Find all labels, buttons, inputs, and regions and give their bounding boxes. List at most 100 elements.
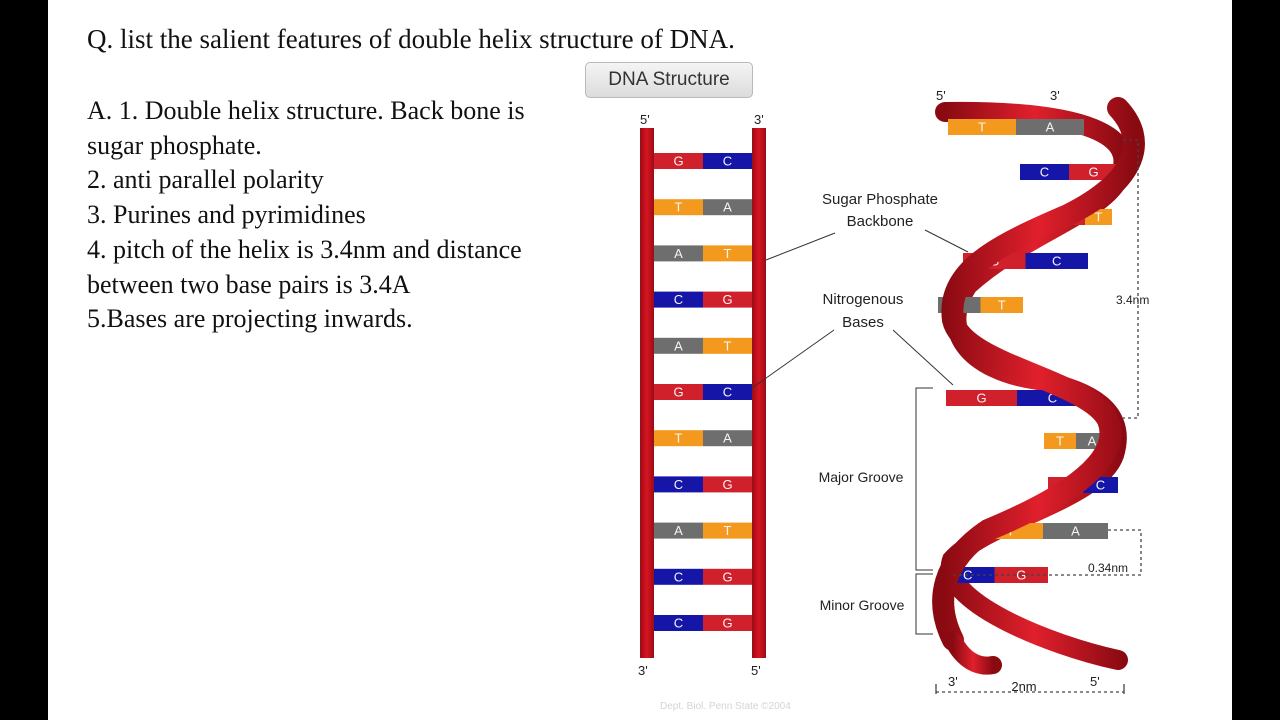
slide: { "question": "Q. list the salient featu…: [48, 0, 1232, 720]
helix-base-label: C: [1096, 478, 1105, 493]
answer-line: sugar phosphate.: [87, 130, 262, 160]
ladder-base-label: C: [674, 616, 683, 631]
helix-base-label: C: [1040, 165, 1049, 180]
sugar-phosphate-pointer-left: [765, 232, 836, 261]
ladder-base-A: [654, 522, 703, 539]
pitch-label: 3.4nm: [1116, 293, 1149, 307]
ladder-base-label: T: [724, 246, 732, 261]
ladder-base-A: [654, 245, 703, 262]
ladder-base-label: T: [675, 431, 683, 446]
sugar-phosphate-label-line2: Backbone: [847, 213, 914, 230]
ladder-bottom-left-label: 3': [638, 663, 648, 678]
answer-line: 3. Purines and pyrimidines: [87, 200, 366, 230]
rise-label: 0.34nm: [1088, 561, 1128, 575]
helix-base-G: [1069, 164, 1118, 180]
ladder-base-T: [654, 430, 703, 447]
ladder-base-T: [703, 522, 752, 539]
ladder-base-C: [654, 291, 703, 308]
answer-line: between two base pairs is 3.4A: [87, 269, 411, 299]
dna-structure-title-button[interactable]: DNA Structure: [585, 62, 753, 98]
nitrogenous-pointer-right: [892, 329, 954, 386]
rise-dimension-bracket: [1108, 529, 1142, 576]
helix-base-T: [980, 297, 1023, 313]
minor-groove-label: Minor Groove: [820, 597, 905, 613]
helix-base-A: [1016, 119, 1084, 135]
ladder-base-C: [654, 476, 703, 493]
answer-line: 5.Bases are projecting inwards.: [87, 304, 413, 334]
helix-top-right-label: 3': [1050, 88, 1060, 103]
ladder-base-label: G: [673, 154, 683, 169]
ladder-base-label: C: [674, 292, 683, 307]
helix-base-label: T: [998, 298, 1006, 313]
ladder-base-A: [703, 430, 752, 447]
helix-bottom-left-label: 3': [948, 674, 958, 689]
ladder-base-G: [703, 476, 752, 493]
helix-base-T: [948, 119, 1016, 135]
ladder-base-G: [703, 615, 752, 631]
ladder-base-G: [654, 384, 703, 400]
ladder-base-label: G: [722, 569, 732, 584]
sugar-phosphate-label-line1: Sugar Phosphate: [822, 191, 938, 208]
ladder-base-label: G: [722, 292, 732, 307]
ladder-base-T: [703, 337, 752, 354]
minor-groove-bracket: [915, 573, 933, 635]
ladder-base-T: [654, 199, 703, 216]
diagram-labels: Sugar Phosphate Backbone Nitrogenous Bas…: [751, 191, 969, 635]
front-strand-ribbon: [932, 97, 1145, 651]
helix-base-label: T: [1095, 210, 1103, 225]
helix-base-label: C: [1048, 391, 1057, 406]
helix-base-G: [946, 390, 1017, 406]
ladder-base-label: C: [723, 154, 732, 169]
ladder-base-label: C: [723, 385, 732, 400]
helix-base-A: [1043, 523, 1108, 539]
ladder-base-C: [703, 384, 752, 400]
copyright-footer: Dept. Biol. Penn State ©2004: [660, 701, 791, 712]
ladder-top-left-label: 5': [640, 112, 650, 127]
nitrogenous-bases-label-line1: Nitrogenous: [823, 291, 904, 308]
helix-bottom-right-label: 5': [1090, 674, 1100, 689]
right-backbone-rail: [752, 128, 766, 658]
nitrogenous-bases-label-line2: Bases: [842, 314, 884, 331]
answer-block: A. 1. Double helix structure. Back bone …: [87, 94, 607, 337]
ladder-base-label: A: [723, 431, 732, 446]
ladder-base-label: T: [724, 338, 732, 353]
ladder-base-label: A: [723, 200, 732, 215]
helix-base-label: G: [1088, 165, 1098, 180]
front-strand-tail: [944, 631, 1002, 675]
helix-base-T: [1044, 433, 1076, 449]
ladder-base-label: G: [722, 477, 732, 492]
helix-base-label: C: [1052, 254, 1061, 269]
helix-base-C: [1020, 164, 1069, 180]
width-label: 2nm: [1011, 679, 1036, 694]
ladder-base-T: [703, 245, 752, 262]
helix-base-label: G: [976, 391, 986, 406]
ladder-base-label: T: [724, 523, 732, 538]
ladder-bottom-right-label: 5': [751, 663, 761, 678]
ladder-base-C: [703, 153, 752, 169]
helix-base-label: A: [1046, 120, 1055, 135]
ladder-base-C: [654, 615, 703, 631]
left-backbone-rail: [640, 128, 654, 658]
ladder-top-right-label: 3': [754, 112, 764, 127]
ladder-base-label: G: [722, 616, 732, 631]
helix-base-label: A: [1071, 524, 1080, 539]
helix-base-label: T: [978, 120, 986, 135]
ladder-base-C: [654, 568, 703, 585]
nitrogenous-pointer-left: [751, 329, 835, 389]
ladder-base-G: [654, 153, 703, 169]
question-text: Q. list the salient features of double h…: [87, 24, 735, 54]
